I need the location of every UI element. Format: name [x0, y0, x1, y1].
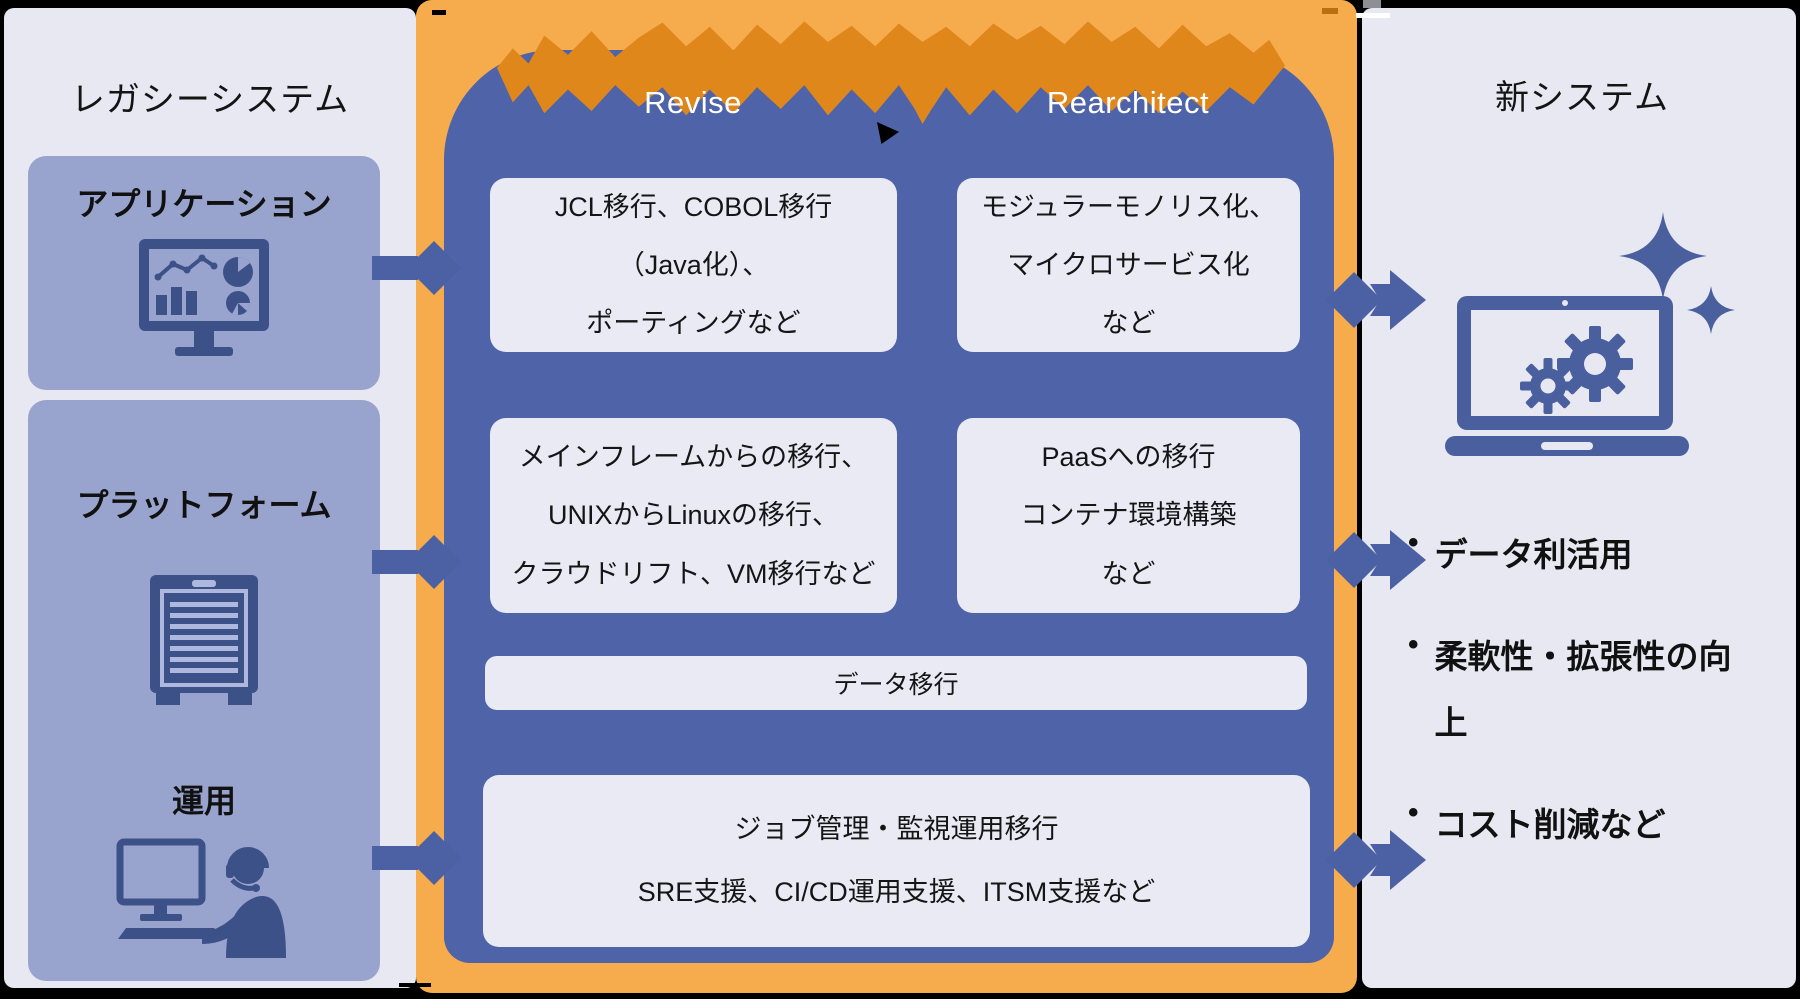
- operations-support-box: ジョブ管理・監視運用移行 SRE支援、CI/CD運用支援、ITSM支援など: [483, 775, 1310, 947]
- benefits-list: • データ利活用 • 柔軟性・拡張性の向上 • コスト削減など: [1408, 522, 1798, 894]
- arrow-application-to-center: [372, 241, 461, 295]
- rearchitect-box-application-line: モジュラーモノリス化、: [980, 191, 1277, 222]
- arrow-center-to-newsystem-top: [1326, 270, 1426, 330]
- revise-box-application-line: （Java化）、: [617, 249, 770, 280]
- operations-support-line: ジョブ管理・監視運用移行: [734, 813, 1059, 844]
- gear-icon: [1520, 358, 1576, 414]
- revise-box-application-line: JCL移行、COBOL移行: [554, 191, 833, 222]
- operator-headset-icon: [116, 838, 286, 959]
- column-header-rearchitect: Rearchitect: [1046, 85, 1210, 120]
- revise-box-platform: メインフレームからの移行、 UNIXからLinuxの移行、 クラウドリフト、VM…: [490, 418, 897, 613]
- revise-box-platform-line: クラウドリフト、VM移行など: [511, 558, 876, 589]
- benefit-text: コスト削減など: [1434, 806, 1666, 843]
- arrow-platform-to-center: [372, 535, 461, 589]
- rearchitect-box-platform-line: コンテナ環境構築: [1020, 500, 1237, 531]
- arrow-operations-to-center: [372, 831, 461, 885]
- column-header-revise: Revise: [644, 85, 742, 120]
- edge-artifact: [1356, 13, 1390, 18]
- benefit-item: • コスト削減など: [1408, 792, 1798, 858]
- edge-artifact: [1322, 8, 1338, 14]
- dashboard-monitor-icon: [139, 239, 269, 357]
- benefit-item: • データ利活用: [1408, 522, 1798, 588]
- legacy-box-application-label: アプリケーション: [76, 185, 332, 222]
- legacy-box-operations-label: 運用: [171, 782, 236, 819]
- data-migration-label: データ移行: [833, 671, 959, 699]
- rearchitect-box-application-line: など: [1101, 308, 1156, 339]
- benefit-item: • 柔軟性・拡張性の向上: [1408, 624, 1798, 756]
- legacy-title: レガシーシステム: [70, 81, 350, 119]
- bullet-icon: •: [1408, 796, 1419, 829]
- gear-icon: [1557, 326, 1633, 402]
- arrow-center-to-newsystem-middle: [1326, 530, 1426, 590]
- new-system-title: 新システム: [1495, 79, 1669, 117]
- revise-box-application-line: ポーティングなど: [586, 308, 801, 339]
- sparkle-icon: [1687, 286, 1735, 334]
- revise-box-application: JCL移行、COBOL移行 （Java化）、 ポーティングなど: [490, 178, 897, 352]
- edge-artifact: [399, 983, 431, 987]
- new-system-panel-background: [1362, 8, 1796, 988]
- legacy-box-operations: 運用: [28, 753, 380, 981]
- server-rack-icon: [150, 575, 258, 706]
- legacy-box-application: アプリケーション: [28, 156, 380, 390]
- benefit-text: 柔軟性・拡張性の向上: [1434, 638, 1732, 741]
- edge-artifact: [1363, 0, 1381, 8]
- sparkle-icon: [1619, 212, 1707, 300]
- bullet-icon: •: [1408, 628, 1419, 661]
- edge-artifact: [432, 10, 446, 15]
- revise-box-platform-line: メインフレームからの移行、: [518, 442, 869, 473]
- rearchitect-box-platform-line: など: [1101, 558, 1156, 589]
- arrow-center-to-newsystem-bottom: [1326, 830, 1426, 890]
- legacy-box-platform-label: プラットフォーム: [76, 486, 332, 523]
- legacy-box-platform: プラットフォーム: [28, 400, 380, 787]
- revise-box-platform-line: UNIXからLinuxの移行、: [547, 500, 840, 531]
- rearchitect-box-platform: PaaSへの移行 コンテナ環境構築 など: [957, 418, 1300, 613]
- laptop-gears-icon: [1445, 212, 1735, 456]
- rearchitect-box-platform-line: PaaSへの移行: [1041, 442, 1216, 473]
- rearchitect-box-application: モジュラーモノリス化、 マイクロサービス化 など: [957, 178, 1300, 352]
- data-migration-band: データ移行: [485, 656, 1307, 710]
- benefit-text: データ利活用: [1434, 536, 1633, 573]
- rearchitect-box-application-line: マイクロサービス化: [1007, 249, 1250, 280]
- bullet-icon: •: [1408, 526, 1419, 559]
- operations-support-line: SRE支援、CI/CD運用支援、ITSM支援など: [637, 877, 1156, 907]
